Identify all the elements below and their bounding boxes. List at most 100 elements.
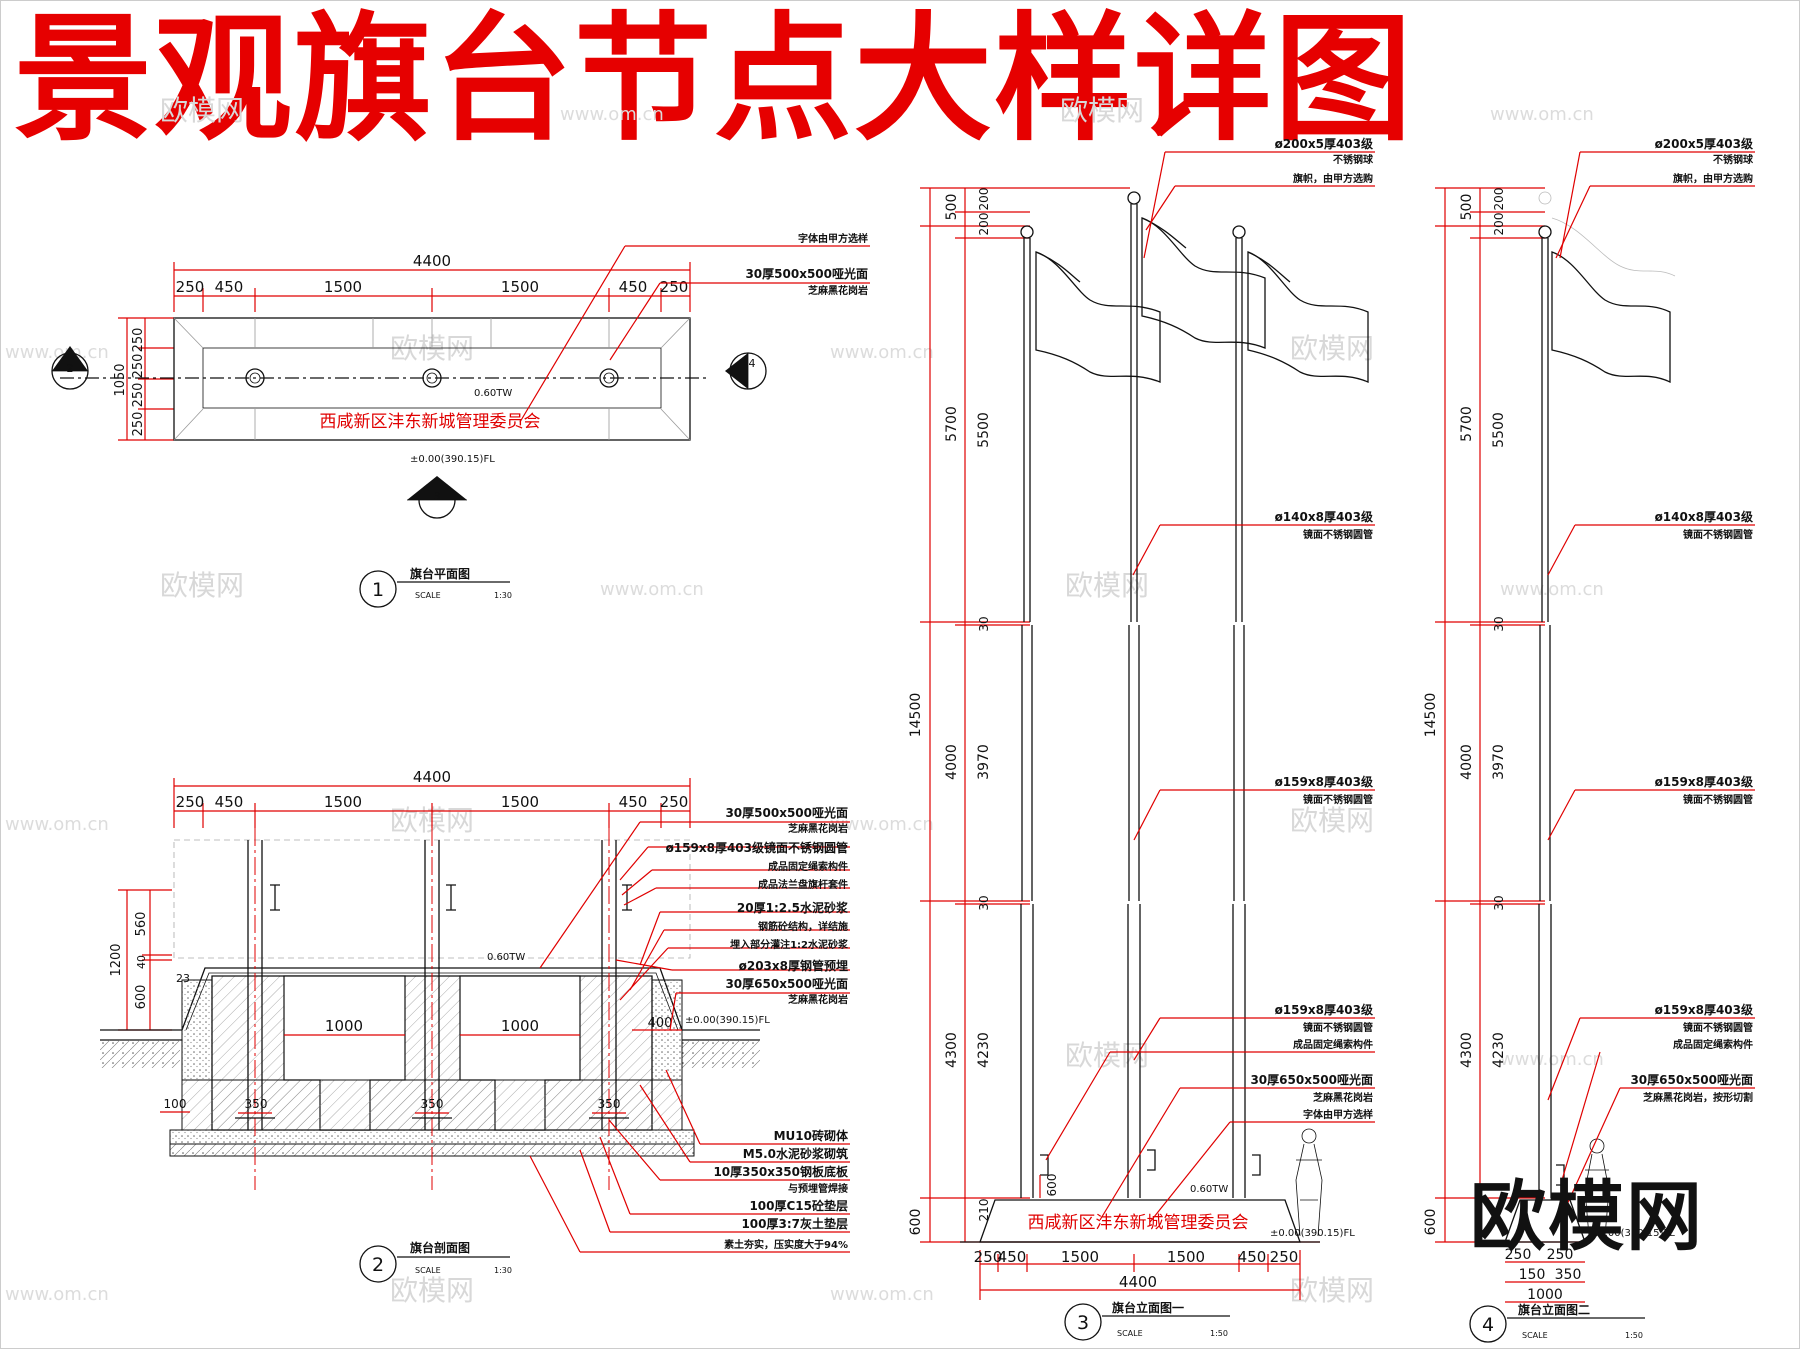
flag-shapes bbox=[1035, 217, 1369, 383]
plan-overall-dim: 4400 bbox=[413, 252, 451, 270]
plan-marker-left: 2 bbox=[51, 346, 89, 390]
brand-watermark: 欧模网 bbox=[1470, 1172, 1704, 1261]
svg-text:450: 450 bbox=[215, 793, 244, 811]
svg-text:30厚650x500哑光面: 30厚650x500哑光面 bbox=[725, 976, 848, 991]
svg-text:350: 350 bbox=[421, 1097, 444, 1111]
svg-text:镜面不锈钢圆管: 镜面不锈钢圆管 bbox=[1683, 1021, 1753, 1034]
svg-text:210: 210 bbox=[977, 1199, 991, 1222]
svg-text:芝麻黑花岗岩，按形切割: 芝麻黑花岗岩，按形切割 bbox=[1643, 1091, 1753, 1104]
svg-text:450: 450 bbox=[215, 278, 244, 296]
plan-marker-bottom: 3 bbox=[407, 476, 467, 519]
svg-text:100厚C15砼垫层: 100厚C15砼垫层 bbox=[749, 1198, 848, 1213]
svg-text:1:30: 1:30 bbox=[494, 591, 512, 600]
svg-text:ø159x8厚403级: ø159x8厚403级 bbox=[1275, 774, 1373, 789]
svg-text:350: 350 bbox=[1555, 1267, 1582, 1283]
svg-text:镜面不锈钢圆管: 镜面不锈钢圆管 bbox=[1303, 528, 1373, 541]
svg-text:1500: 1500 bbox=[501, 278, 539, 296]
svg-text:1500: 1500 bbox=[1061, 1248, 1099, 1266]
svg-text:250: 250 bbox=[660, 278, 689, 296]
svg-text:4230: 4230 bbox=[976, 1032, 992, 1068]
svg-text:±0.00(390.15)FL: ±0.00(390.15)FL bbox=[410, 454, 495, 465]
svg-text:5500: 5500 bbox=[1491, 412, 1507, 448]
svg-text:350: 350 bbox=[245, 1097, 268, 1111]
svg-text:成品法兰盘旗杆套件: 成品法兰盘旗杆套件 bbox=[758, 878, 848, 891]
svg-text:4300: 4300 bbox=[944, 1032, 960, 1068]
svg-text:欧模网: 欧模网 bbox=[1065, 569, 1149, 602]
svg-text:4300: 4300 bbox=[1459, 1032, 1475, 1068]
svg-text:±0.00(390.15)FL: ±0.00(390.15)FL bbox=[685, 1015, 770, 1026]
svg-text:1:30: 1:30 bbox=[494, 1266, 512, 1275]
svg-text:镜面不锈钢圆管: 镜面不锈钢圆管 bbox=[1683, 528, 1753, 541]
page-title: 景观旗台节点大样详图 bbox=[14, 0, 1415, 160]
svg-text:4: 4 bbox=[749, 357, 756, 370]
svg-text:560: 560 bbox=[134, 912, 149, 937]
svg-text:200: 200 bbox=[1492, 188, 1506, 211]
section-drawing-number bbox=[359, 1245, 397, 1283]
svg-text:0.60TW: 0.60TW bbox=[1190, 1184, 1228, 1195]
svg-text:250: 250 bbox=[1547, 1247, 1574, 1263]
svg-text:0.60TW: 0.60TW bbox=[487, 952, 525, 963]
svg-text:450: 450 bbox=[998, 1248, 1027, 1266]
svg-text:ø159x8厚403级: ø159x8厚403级 bbox=[1275, 1002, 1373, 1017]
svg-text:字体由甲方选样: 字体由甲方选样 bbox=[1303, 1108, 1373, 1121]
svg-text:www.om.cn: www.om.cn bbox=[5, 814, 109, 835]
svg-text:250: 250 bbox=[131, 383, 146, 408]
svg-text:成品固定绳索构件: 成品固定绳索构件 bbox=[768, 860, 848, 873]
svg-text:www.om.cn: www.om.cn bbox=[560, 104, 664, 125]
svg-text:欧模网: 欧模网 bbox=[1290, 804, 1374, 837]
svg-text:600: 600 bbox=[134, 985, 149, 1010]
svg-text:ø140x8厚403级: ø140x8厚403级 bbox=[1655, 509, 1753, 524]
svg-text:250: 250 bbox=[176, 278, 205, 296]
svg-text:字体由甲方选样: 字体由甲方选样 bbox=[798, 232, 868, 245]
svg-text:ø200x5厚403级: ø200x5厚403级 bbox=[1275, 136, 1373, 151]
svg-text:SCALE: SCALE bbox=[415, 591, 441, 600]
svg-text:1:50: 1:50 bbox=[1625, 1331, 1643, 1340]
svg-text:250: 250 bbox=[176, 793, 205, 811]
plan-drawing-title: 旗台平面图 bbox=[410, 566, 470, 581]
svg-text:www.om.cn: www.om.cn bbox=[5, 1284, 109, 1305]
svg-text:芝麻黑花岗岩: 芝麻黑花岗岩 bbox=[808, 284, 868, 297]
svg-text:4000: 4000 bbox=[1459, 744, 1475, 780]
svg-text:40: 40 bbox=[135, 955, 148, 969]
svg-text:欧模网: 欧模网 bbox=[160, 94, 244, 127]
svg-text:30: 30 bbox=[1492, 616, 1506, 631]
elev1-drawing-number bbox=[1064, 1303, 1102, 1341]
svg-text:www.om.cn: www.om.cn bbox=[5, 342, 109, 363]
svg-text:www.om.cn: www.om.cn bbox=[600, 579, 704, 600]
svg-text:30厚500x500哑光面: 30厚500x500哑光面 bbox=[725, 805, 848, 820]
elev1-drawing-title: 旗台立面图一 bbox=[1112, 1300, 1184, 1315]
svg-text:100: 100 bbox=[164, 1097, 187, 1111]
svg-text:400: 400 bbox=[648, 1016, 673, 1031]
svg-text:600: 600 bbox=[1423, 1209, 1439, 1236]
svg-text:3970: 3970 bbox=[1491, 744, 1507, 780]
svg-text:14500: 14500 bbox=[908, 693, 924, 738]
svg-text:1000: 1000 bbox=[325, 1017, 363, 1035]
svg-text:0.60TW: 0.60TW bbox=[474, 388, 512, 399]
svg-text:SCALE: SCALE bbox=[1522, 1331, 1548, 1340]
svg-text:镜面不锈钢圆管: 镜面不锈钢圆管 bbox=[1683, 793, 1753, 806]
elev2-drawing-number bbox=[1469, 1305, 1507, 1343]
svg-text:4000: 4000 bbox=[944, 744, 960, 780]
svg-text:±0.00(390.15)FL: ±0.00(390.15)FL bbox=[1590, 1228, 1675, 1239]
section-poles bbox=[247, 840, 617, 1130]
svg-text:100厚3:7灰土垫层: 100厚3:7灰土垫层 bbox=[741, 1216, 848, 1231]
svg-text:1200: 1200 bbox=[109, 943, 124, 976]
svg-text:www.om.cn: www.om.cn bbox=[830, 342, 934, 363]
svg-text:1500: 1500 bbox=[324, 793, 362, 811]
svg-text:30: 30 bbox=[977, 616, 991, 631]
svg-text:欧模网: 欧模网 bbox=[1290, 332, 1374, 365]
svg-text:旗帜，由甲方选购: 旗帜，由甲方选购 bbox=[1673, 172, 1753, 185]
svg-text:2: 2 bbox=[372, 1254, 384, 1276]
svg-text:www.om.cn: www.om.cn bbox=[1500, 579, 1604, 600]
svg-text:600: 600 bbox=[908, 1209, 924, 1236]
svg-text:1:50: 1:50 bbox=[1210, 1329, 1228, 1338]
plan-inscription: 西咸新区沣东新城管理委员会 bbox=[320, 412, 541, 432]
svg-text:欧模网: 欧模网 bbox=[1065, 1039, 1149, 1072]
svg-text:ø159x8厚403级镜面不锈钢圆管: ø159x8厚403级镜面不锈钢圆管 bbox=[666, 840, 848, 855]
plan-view: 4400 250 450 1500 1500 450 250 250 250 2… bbox=[51, 232, 870, 608]
svg-text:MU10砖砌体: MU10砖砌体 bbox=[774, 1128, 849, 1143]
svg-text:1050: 1050 bbox=[113, 363, 128, 396]
svg-text:ø200x5厚403级: ø200x5厚403级 bbox=[1655, 136, 1753, 151]
svg-text:1: 1 bbox=[372, 579, 384, 601]
